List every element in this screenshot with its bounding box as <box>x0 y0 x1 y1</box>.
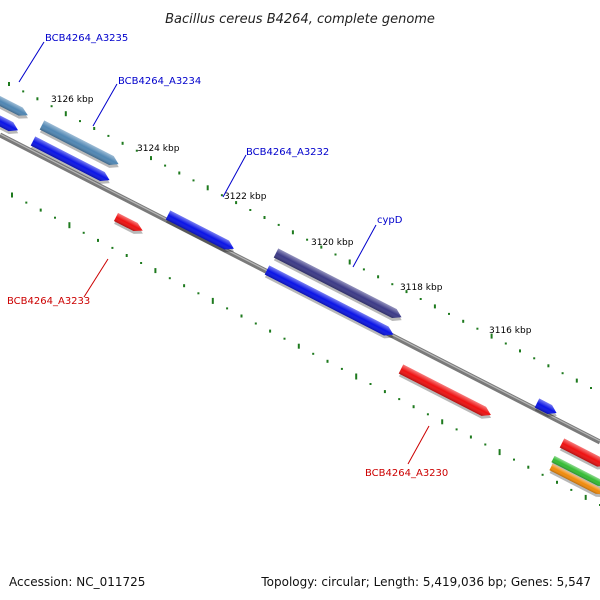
scale-label: 3120 kbp <box>311 238 354 248</box>
gene-label-a3235[interactable]: BCB4264_A3235 <box>45 33 128 44</box>
gene-label-a3232[interactable]: BCB4264_A3232 <box>246 147 329 158</box>
gene-label-a3234[interactable]: BCB4264_A3234 <box>118 76 201 87</box>
gene-red-edge[interactable] <box>559 438 600 474</box>
scale-label: 3122 kbp <box>224 192 267 202</box>
gene-blue-a[interactable] <box>30 136 114 188</box>
connector-a3235 <box>18 41 45 83</box>
scale-label: 3124 kbp <box>137 144 180 154</box>
gene-label-cypd[interactable]: cypD <box>377 215 403 226</box>
gene-blue-partial[interactable] <box>0 113 22 138</box>
gene-label-a3230[interactable]: BCB4264_A3230 <box>365 468 448 479</box>
connector-a3234 <box>92 83 118 127</box>
gene-orange-edge[interactable] <box>548 463 600 500</box>
gene-labels: BCB4264_A3235 BCB4264_A3234 BCB4264_A323… <box>7 33 448 479</box>
gene-a3230[interactable] <box>398 364 495 423</box>
gene-a3233[interactable] <box>113 212 146 238</box>
scale-label: 3116 kbp <box>489 326 532 336</box>
tick-marks <box>8 82 600 506</box>
connector-a3230 <box>407 425 430 465</box>
gene-cypd[interactable] <box>273 248 406 325</box>
gene-a3234[interactable] <box>39 120 123 172</box>
label-connectors <box>18 41 430 465</box>
topology-text: Topology: circular; Length: 5,419,036 bp… <box>260 575 591 589</box>
gene-blue-small[interactable] <box>534 398 561 421</box>
scale-labels: 3126 kbp 3124 kbp 3122 kbp 3120 kbp 3118… <box>51 95 532 336</box>
map-title: Bacillus cereus B4264, complete genome <box>165 12 435 27</box>
connector-a3232 <box>222 154 247 198</box>
gene-a3235-partial[interactable] <box>0 93 31 122</box>
connector-a3233 <box>83 258 109 298</box>
gene-a3232[interactable] <box>165 210 238 257</box>
scale-label: 3118 kbp <box>400 283 443 293</box>
gene-label-a3233[interactable]: BCB4264_A3233 <box>7 296 90 307</box>
scale-label: 3126 kbp <box>51 95 94 105</box>
gene-blue-b[interactable] <box>264 265 397 342</box>
gene-features <box>0 93 600 500</box>
connector-cypd <box>352 224 377 268</box>
gene-green-edge[interactable] <box>550 455 600 492</box>
accession-text: Accession: NC_011725 <box>9 575 145 589</box>
